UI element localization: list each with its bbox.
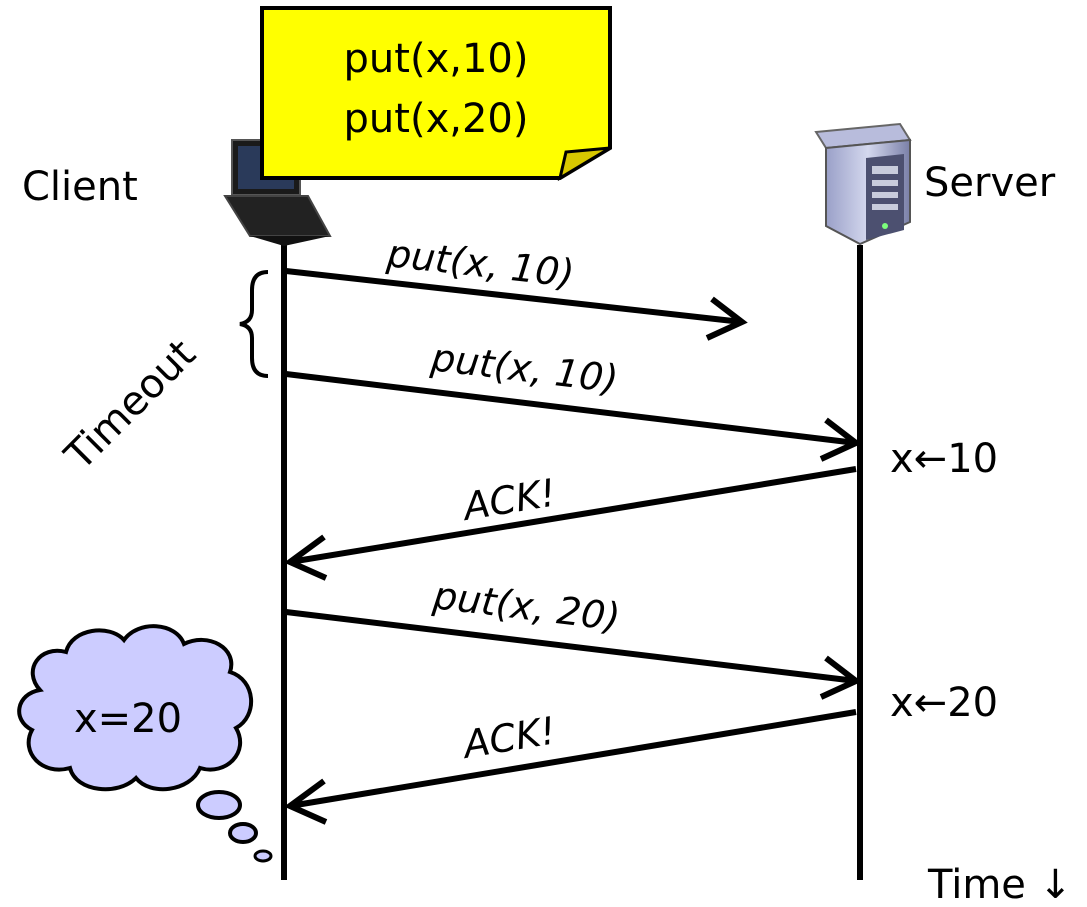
thought-bubble-small (253, 849, 273, 863)
message-arrow-ack-2 (284, 709, 857, 825)
timeout-brace (239, 270, 269, 378)
message-arrow-put-x-10-lost (285, 268, 748, 341)
message-label-put-x-20: put(x, 20) (430, 573, 623, 639)
client-label: Client (22, 164, 138, 210)
message-arrow-ack-1 (284, 466, 857, 581)
server-state-x-20: x←20 (890, 680, 998, 726)
server-state-x-10: x←10 (890, 436, 998, 482)
server-label: Server (924, 160, 1056, 206)
note-line-1: put(x,10) (344, 36, 529, 82)
thought-cloud: x=20 (17, 624, 273, 863)
server-tower-icon (814, 122, 912, 246)
timeout-label: Timeout (56, 331, 205, 480)
message-label-put-x-10-retry: put(x, 10) (428, 335, 621, 401)
thought-bubble-medium (228, 822, 258, 844)
client-thought-text: x=20 (74, 696, 182, 742)
message-label-ack-2: ACK! (457, 708, 559, 767)
message-arrow-put-x-10-retry (285, 371, 862, 462)
time-label: Time ↓ (927, 862, 1072, 907)
thought-bubble-large (196, 790, 242, 820)
message-arrow-put-x-20 (285, 609, 862, 700)
note-line-2: put(x,20) (344, 96, 529, 142)
sticky-note: put(x,10) put(x,20) (260, 6, 612, 182)
